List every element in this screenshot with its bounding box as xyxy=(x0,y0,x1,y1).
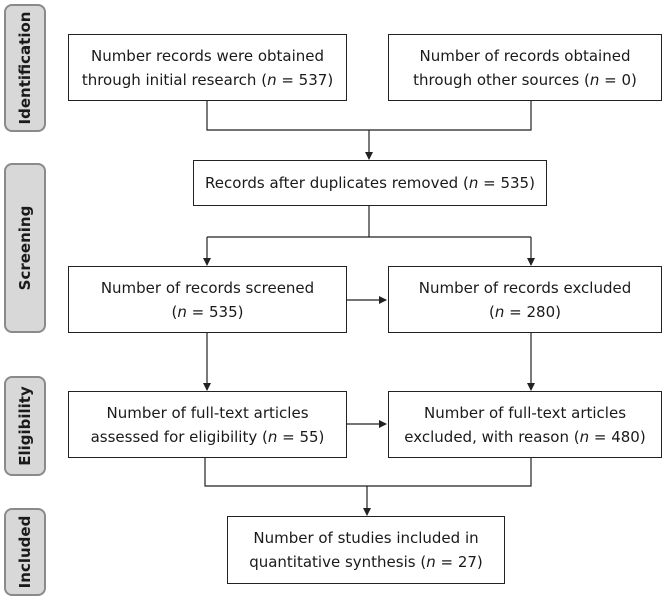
fulltext-excluded-n: n xyxy=(579,427,590,446)
other-sources-line2-pre: through other sources ( xyxy=(413,70,590,89)
records-screened-line1: Number of records screened xyxy=(100,278,315,297)
fulltext-assessed-n: n xyxy=(267,427,278,446)
initial-research-line1: Number records were obtained xyxy=(90,46,325,65)
other-sources-line2-post: = 0) xyxy=(599,70,637,89)
studies-included-n: n xyxy=(426,553,436,571)
records-excluded-line2: (n = 280) xyxy=(489,300,561,324)
studies-included-line2: quantitative synthesis (n = 27) xyxy=(249,550,483,574)
initial-research-line2: through initial research (n = 537) xyxy=(82,68,333,92)
duplicates-removed-line1: Records after duplicates removed (n = 53… xyxy=(205,171,535,195)
other-sources-n: n xyxy=(589,70,600,89)
fulltext-assessed-line2: assessed for eligibility (n = 55) xyxy=(91,425,325,449)
box-initial-research: Number records were obtained through ini… xyxy=(68,34,347,101)
initial-research-n: n xyxy=(267,70,277,89)
records-excluded-line2-pre: ( xyxy=(489,302,495,321)
records-screened-line2: (n = 535) xyxy=(172,300,244,324)
fulltext-assessed-line2-post: = 55) xyxy=(277,427,325,446)
box-other-sources: Number of records obtained through other… xyxy=(388,34,662,101)
duplicates-removed-line1-post: = 535) xyxy=(478,174,535,192)
box-records-screened: Number of records screened (n = 535) xyxy=(68,266,347,333)
box-duplicates-removed: Records after duplicates removed (n = 53… xyxy=(193,160,547,206)
fulltext-assessed-line1: Number of full-text articles xyxy=(106,403,309,422)
box-fulltext-excluded: Number of full-text articles excluded, w… xyxy=(388,391,662,458)
box-fulltext-assessed: Number of full-text articles assessed fo… xyxy=(68,391,347,458)
initial-research-line2-pre: through initial research ( xyxy=(81,70,268,89)
phase-included: Included xyxy=(4,508,46,596)
box-records-excluded: Number of records excluded (n = 280) xyxy=(388,266,662,333)
other-sources-line1: Number of records obtained xyxy=(419,46,631,65)
phase-eligibility: Eligibility xyxy=(4,376,46,476)
fulltext-assessed-line2-pre: assessed for eligibility ( xyxy=(90,427,268,446)
records-excluded-n: n xyxy=(494,302,505,321)
records-screened-line2-post: = 535) xyxy=(186,302,244,321)
box-studies-included: Number of studies included in quantitati… xyxy=(227,516,505,584)
fulltext-excluded-line1: Number of full-text articles xyxy=(423,403,627,422)
records-screened-line2-pre: ( xyxy=(171,302,178,321)
studies-included-line1: Number of studies included in xyxy=(253,529,479,547)
records-excluded-line2-post: = 280) xyxy=(504,302,561,321)
fulltext-excluded-line2-pre: excluded, with reason ( xyxy=(404,427,580,446)
records-excluded-line1: Number of records excluded xyxy=(418,278,632,297)
studies-included-line2-post: = 27) xyxy=(435,553,483,571)
records-screened-n: n xyxy=(177,302,187,321)
duplicates-removed-line1-pre: Records after duplicates removed ( xyxy=(205,174,469,192)
phase-screening: Screening xyxy=(4,163,46,333)
studies-included-line2-pre: quantitative synthesis ( xyxy=(249,553,427,571)
duplicates-removed-n: n xyxy=(468,174,479,192)
connector-identification-merge xyxy=(206,101,532,131)
initial-research-line2-post: = 537) xyxy=(276,70,334,89)
fulltext-excluded-line2-post: = 480) xyxy=(589,427,646,446)
other-sources-line2: through other sources (n = 0) xyxy=(413,68,637,92)
fulltext-excluded-line2: excluded, with reason (n = 480) xyxy=(404,425,645,449)
phase-identification: Identification xyxy=(4,4,46,132)
connector-eligibility-merge xyxy=(204,458,532,487)
